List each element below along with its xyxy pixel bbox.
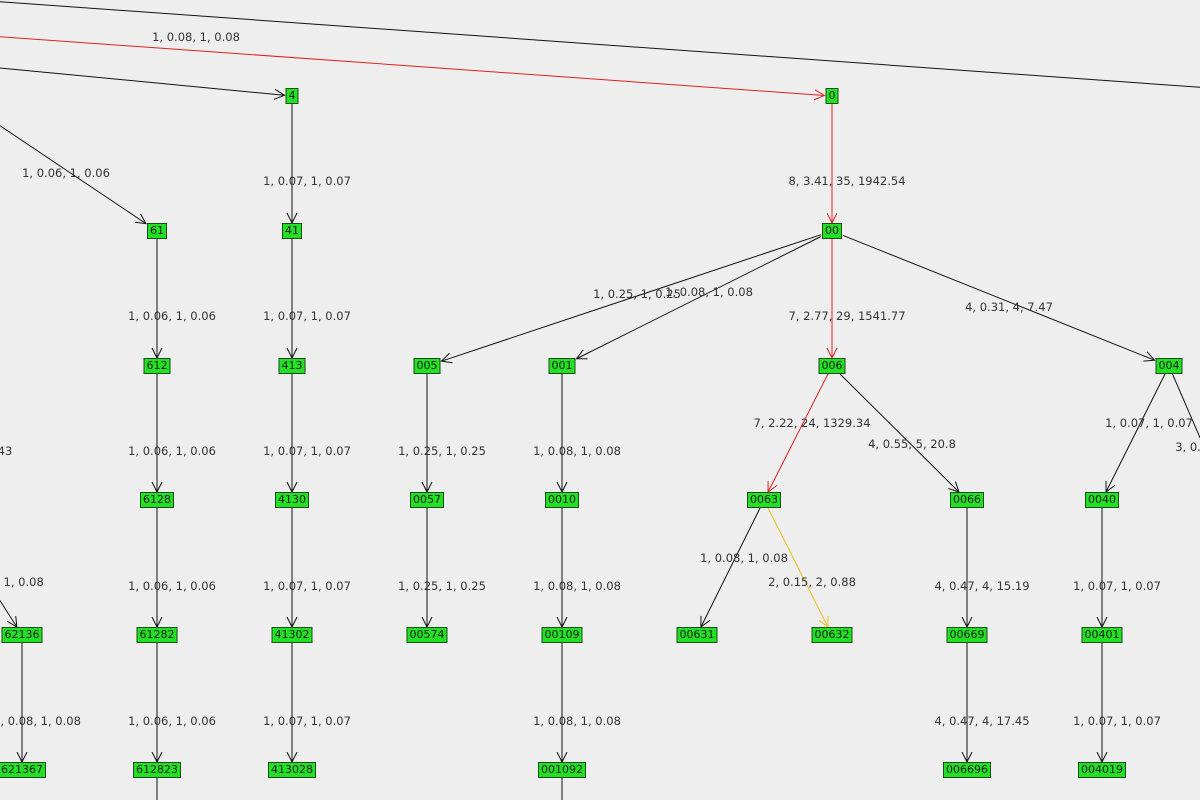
edge-label: 4, 0.55, 5, 20.8 (868, 437, 956, 451)
edge-label: 1, 0.08, 1, 0.08 (533, 444, 621, 458)
edge-label: 1, 0.25, 1, 0.25 (398, 444, 486, 458)
tree-node-00401[interactable]: 00401 (1081, 627, 1123, 643)
edge-label: 2, 0.15, 2, 0.88 (768, 575, 856, 589)
tree-node-41[interactable]: 41 (282, 223, 302, 239)
edge-label: 1, 0.06, 1, 0.06 (128, 714, 216, 728)
edge-label: 3, 0. (1175, 440, 1200, 454)
edge-00-to-004 (842, 234, 1155, 360)
tree-node-41302[interactable]: 41302 (271, 627, 313, 643)
edge-label: 1, 0.07, 1, 0.07 (263, 174, 351, 188)
tree-node-004[interactable]: 004 (1155, 358, 1183, 374)
edge-label: 4, 0.47, 4, 15.19 (934, 579, 1030, 593)
edge-label: 1, 0.06, 1, 0.06 (128, 579, 216, 593)
edge-label: 1, 0.06, 1, 0.06 (22, 166, 110, 180)
tree-node-00669[interactable]: 00669 (946, 627, 988, 643)
tree-node-413028[interactable]: 413028 (268, 762, 316, 778)
tree-node-61[interactable]: 61 (147, 223, 167, 239)
tree-node-0057[interactable]: 0057 (410, 492, 444, 508)
edge-label: 1, 0.07, 1, 0.07 (1073, 579, 1161, 593)
edge-label: 43 (0, 444, 13, 458)
tree-node-006[interactable]: 006 (818, 358, 846, 374)
tree-node-00109[interactable]: 00109 (541, 627, 583, 643)
tree-node-4130[interactable]: 4130 (275, 492, 309, 508)
edge-label: 1, 0.07, 1, 0.07 (263, 444, 351, 458)
tree-node-001092[interactable]: 001092 (538, 762, 586, 778)
tree-node-621367[interactable]: 621367 (0, 762, 46, 778)
edge-006-to-0066 (839, 373, 959, 492)
edge-label: 1, 0.07, 1, 0.07 (1073, 714, 1161, 728)
edge-offscreen-e-to-61 (0, 125, 146, 224)
edge-label: 1, 0.06, 1, 0.06 (128, 444, 216, 458)
edge-label: 7, 2.22, 24, 1329.34 (753, 416, 871, 430)
edge-label: 1, 0.08, 1, 0.08 (533, 579, 621, 593)
tree-node-00631[interactable]: 00631 (676, 627, 718, 643)
tree-node-62136[interactable]: 62136 (1, 627, 43, 643)
edge-offscreen-a-to-4 (0, 67, 285, 95)
tree-node-6128[interactable]: 6128 (140, 492, 174, 508)
tree-node-00632[interactable]: 00632 (811, 627, 853, 643)
tree-node-0040[interactable]: 0040 (1085, 492, 1119, 508)
edge-label: 4, 0.31, 4, 7.47 (965, 300, 1053, 314)
edge-00-to-001 (577, 236, 822, 359)
tree-node-006696[interactable]: 006696 (943, 762, 991, 778)
edge-offscreen-b-to-0 (0, 36, 825, 95)
edge-label: 1, 0.25, 1, 0.25 (398, 579, 486, 593)
tree-node-0[interactable]: 0 (825, 88, 839, 104)
tree-node-413[interactable]: 413 (278, 358, 306, 374)
edge-006-to-0063 (768, 373, 829, 492)
tree-node-001[interactable]: 001 (548, 358, 576, 374)
tree-node-61282[interactable]: 61282 (136, 627, 178, 643)
edge-0063-to-00631 (701, 507, 761, 627)
tree-node-00574[interactable]: 00574 (406, 627, 448, 643)
tree-node-0010[interactable]: 0010 (545, 492, 579, 508)
edge-004-to-offscreen-f (1172, 373, 1200, 439)
edge-label: 1, 0.06, 1, 0.06 (128, 309, 216, 323)
edge-offscreen-i-to-62136 (0, 599, 17, 627)
edge-label: 1, 0.08, 1, 0.08 (665, 285, 753, 299)
edge-004-to-0040 (1106, 373, 1166, 492)
tree-node-0066[interactable]: 0066 (950, 492, 984, 508)
edge-label: 1, 0.08, 1, 0.08 (152, 30, 240, 44)
edge-label: , 1, 0.08 (0, 575, 44, 589)
edge-label: 1, 0.07, 1, 0.07 (1105, 416, 1193, 430)
edge-0063-to-00632 (767, 507, 828, 627)
edge-label: 1, 0.07, 1, 0.07 (263, 309, 351, 323)
tree-node-00[interactable]: 00 (822, 223, 842, 239)
edge-label: 1, 0.07, 1, 0.07 (263, 579, 351, 593)
edge-label: 7, 2.77, 29, 1541.77 (788, 309, 906, 323)
tree-node-612[interactable]: 612 (143, 358, 171, 374)
edge-00-to-005 (442, 234, 822, 361)
tree-node-0063[interactable]: 0063 (747, 492, 781, 508)
edge-label: 1, 0.08, 1, 0.08 (533, 714, 621, 728)
tree-node-005[interactable]: 005 (413, 358, 441, 374)
edge-label: 8, 3.41, 35, 1942.54 (788, 174, 906, 188)
tree-node-4[interactable]: 4 (285, 88, 299, 104)
edge-label: 1, 0.08, 1, 0.08 (700, 551, 788, 565)
edge-label: 4, 0.47, 4, 17.45 (934, 714, 1030, 728)
edge-offscreen-c-to-offscreen-d (0, 1, 1200, 88)
edge-label: 1, 0.08, 1, 0.08 (0, 714, 81, 728)
edge-label: 1, 0.25, 1, 0.25 (593, 287, 681, 301)
edge-label: 1, 0.07, 1, 0.07 (263, 714, 351, 728)
tree-node-004019[interactable]: 004019 (1078, 762, 1126, 778)
tree-node-612823[interactable]: 612823 (133, 762, 181, 778)
